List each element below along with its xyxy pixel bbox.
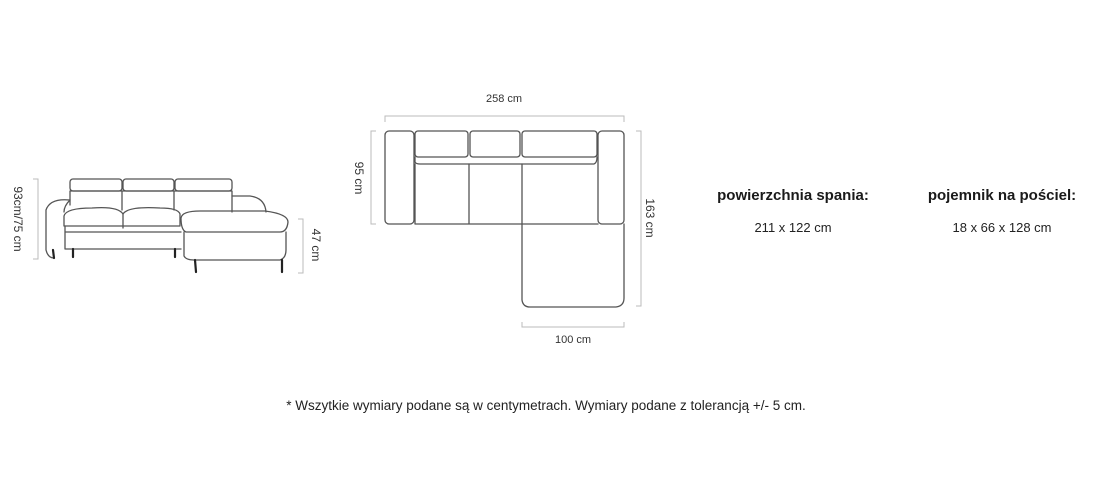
storage-spec: pojemnik na pościel: 18 x 66 x 128 cm — [928, 187, 1076, 235]
spec-value: 211 x 122 cm — [754, 220, 832, 235]
sleeping-area-spec: powierzchnia spania: 211 x 122 cm — [717, 187, 869, 235]
depth-label: 95 cm — [352, 161, 366, 195]
footnote: * Wszytkie wymiary podane są w centymetr… — [286, 398, 806, 413]
spec-title: powierzchnia spania: — [717, 187, 869, 204]
spec-value: 18 x 66 x 128 cm — [952, 220, 1052, 235]
seat-height-label: 47 cm — [309, 228, 323, 262]
chaise-length-label: 163 cm — [643, 198, 657, 238]
width-label: 258 cm — [485, 93, 523, 105]
chaise-width-label: 100 cm — [554, 334, 592, 346]
sofa-top-view — [370, 115, 642, 328]
side-height-label: 93cm/75 cm — [11, 186, 25, 252]
sofa-side-view — [33, 178, 304, 274]
spec-title: pojemnik na pościel: — [927, 187, 1077, 204]
